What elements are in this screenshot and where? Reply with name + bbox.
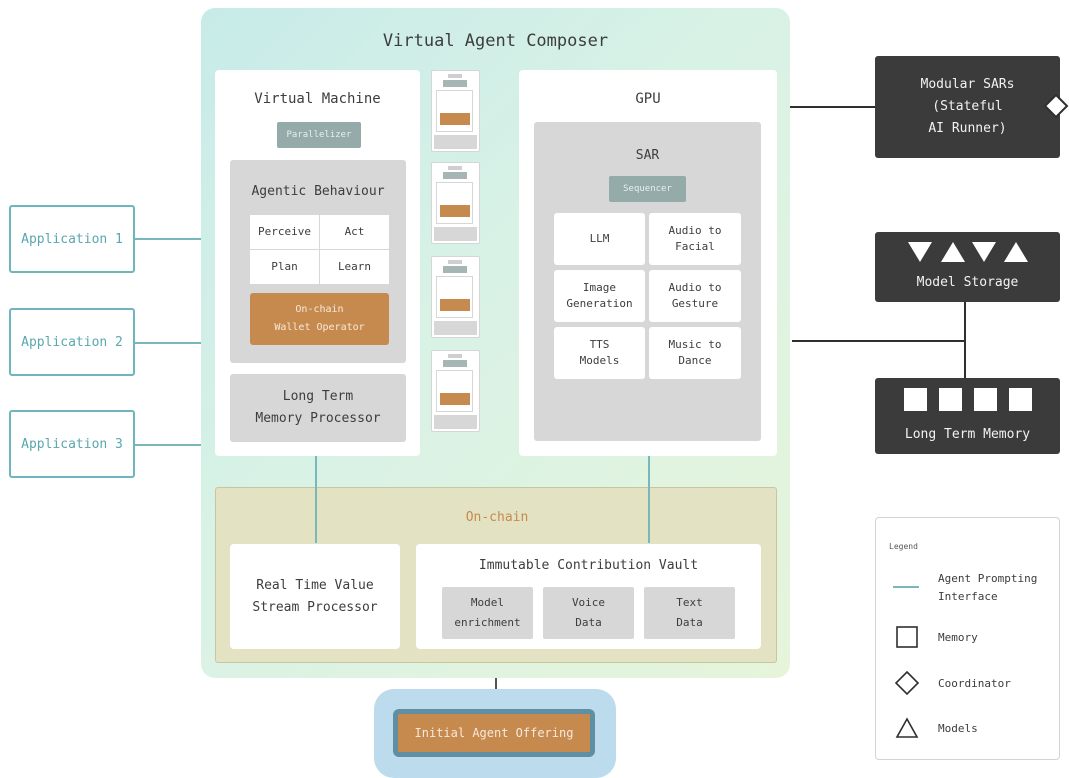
modular-sars-box: Modular SARs (Stateful AI Runner) [875,56,1060,158]
app2-connector [135,342,215,344]
application-2: Application 2 [9,308,135,376]
sar-box: SAR Sequencer LLM Audio to Facial Image … [534,122,761,441]
model-llm: LLM [554,213,645,265]
vm-onchain-connector [315,456,317,543]
agentic-title: Agentic Behaviour [251,183,385,199]
vault-model-enrichment: Model enrichment [442,587,533,639]
vault-text-data: Text Data [644,587,735,639]
agent-prompting-interface-line-icon [893,586,919,588]
immutable-contribution-vault: Immutable Contribution Vault Model enric… [416,544,761,649]
models-triangles-icon [908,242,1028,262]
gpu-panel: GPU SAR Sequencer LLM Audio to Facial Im… [519,70,777,456]
long-term-memory-box: Long Term Memory [875,378,1060,454]
cell-plan: Plan [250,250,319,284]
gpu-vault-connector [648,456,650,543]
sar-title: SAR [635,147,660,163]
legend: Legend Agent Prompting Interface Memory … [875,517,1060,760]
legend-memory-label: Memory [938,631,978,644]
cell-perceive: Perceive [250,215,319,249]
coordinator-legend-icon [894,670,920,696]
gpu-modular-connector [777,106,875,108]
vault-title: Immutable Contribution Vault [478,557,699,573]
model-audio-facial: Audio to Facial [649,213,741,265]
parallel-unit-4 [431,350,480,432]
model-storage-box: Model Storage [875,232,1060,302]
models-triangle-icon [895,717,919,738]
sequencer-chip: Sequencer [609,176,686,202]
legend-title: Legend [889,542,918,551]
parallel-unit-2 [431,162,480,244]
vm-title: Virtual Machine [254,91,381,107]
cell-learn: Learn [320,250,389,284]
parallelizer-chip: Parallelizer [277,122,361,148]
app3-connector [135,444,215,446]
virtual-machine-panel: Virtual Machine Parallelizer Agentic Beh… [215,70,420,456]
application-3: Application 3 [9,410,135,478]
storage-memory-connector [964,302,966,378]
app1-connector [135,238,215,240]
vault-voice-data: Voice Data [543,587,634,639]
application-1: Application 1 [9,205,135,273]
coordinator-diamond-icon [1043,93,1069,119]
model-storage-label: Model Storage [916,274,1019,290]
real-time-value-stream-processor: Real Time Value Stream Processor [230,544,400,649]
model-image-generation: Image Generation [554,270,645,322]
parallel-unit-1 [431,70,480,152]
legend-agent-prompting-label: Agent Prompting Interface [938,572,1038,603]
agentic-behaviour-box: Agentic Behaviour Perceive Act Plan Lear… [230,160,406,363]
model-music-dance: Music to Dance [649,327,741,379]
gpu-title: GPU [635,91,661,107]
onchain-title: On-chain [465,509,529,525]
memory-square-icon [896,626,918,648]
model-audio-gesture: Audio to Gesture [649,270,741,322]
cell-act: Act [320,215,389,249]
modular-sars-label: Modular SARs (Stateful AI Runner) [920,77,1015,136]
initial-agent-offering: Initial Agent Offering [393,709,595,757]
gpu-storage-connector [792,340,965,342]
parallel-unit-3 [431,256,480,338]
model-tts: TTS Models [554,327,645,379]
long-term-memory-label: Long Term Memory [904,426,1031,442]
legend-models-label: Models [938,722,978,735]
long-term-memory-processor: Long Term Memory Processor [230,374,406,442]
initial-agent-offering-glow: Initial Agent Offering [374,689,616,778]
memory-squares-icon [904,388,1032,411]
wallet-operator: On-chain Wallet Operator [250,293,389,345]
composer-title: Virtual Agent Composer [382,31,609,51]
legend-coordinator-label: Coordinator [938,677,1011,690]
onchain-section: On-chain Real Time Value Stream Processo… [215,487,777,663]
